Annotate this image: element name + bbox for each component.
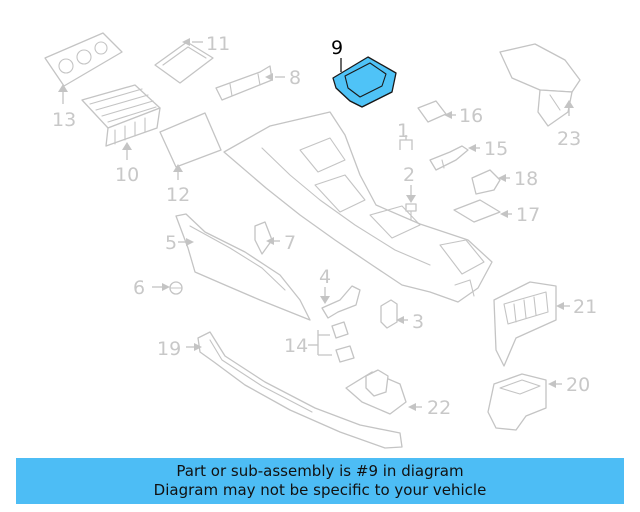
part-7-clip[interactable] <box>254 221 273 255</box>
part-10-vent-grille[interactable] <box>81 84 161 147</box>
callout-17: 17 <box>516 204 540 226</box>
part-17-pad[interactable] <box>453 199 501 223</box>
part-14-switches[interactable] <box>331 321 355 363</box>
part-13-switch-panel[interactable] <box>44 32 123 87</box>
callout-10: 10 <box>115 164 139 186</box>
banner-line-1: Part or sub-assembly is #9 in diagram <box>176 462 464 480</box>
callout-6: 6 <box>133 277 145 299</box>
callout-15: 15 <box>484 138 508 160</box>
part-20-rear-bin[interactable] <box>487 373 547 431</box>
callout-22: 22 <box>427 397 451 419</box>
callout-12: 12 <box>166 184 190 206</box>
callout-14: 14 <box>284 335 308 357</box>
part-1-center-console[interactable] <box>223 111 493 303</box>
parts-diagram: 13 10 11 12 8 9 <box>44 32 597 449</box>
part-22-gear-selector[interactable] <box>345 369 407 415</box>
callout-1: 1 <box>397 120 409 142</box>
callout-3: 3 <box>412 311 424 333</box>
callout-8: 8 <box>289 67 301 89</box>
part-5-side-panel[interactable] <box>175 213 311 321</box>
callout-18: 18 <box>514 168 538 190</box>
callout-20: 20 <box>566 374 590 396</box>
part-9-cupholder-insert[interactable] <box>332 56 397 108</box>
part-11-storage-tray[interactable] <box>154 41 214 84</box>
part-8-bracket[interactable] <box>215 65 273 101</box>
callout-19: 19 <box>157 338 181 360</box>
part-12-cover-plate[interactable] <box>159 112 222 168</box>
part-16-bracket[interactable] <box>417 100 447 123</box>
part-21-rear-vent[interactable] <box>493 281 557 367</box>
callout-16: 16 <box>459 105 483 127</box>
part-18-latch[interactable] <box>471 169 501 195</box>
callout-5: 5 <box>165 232 177 254</box>
callout-21: 21 <box>573 296 597 318</box>
part-15-bracket[interactable] <box>429 145 469 171</box>
callout-2: 2 <box>403 164 415 186</box>
part-23-armrest[interactable] <box>499 43 581 127</box>
callout-9: 9 <box>331 37 343 59</box>
callout-4: 4 <box>319 266 331 288</box>
callout-7: 7 <box>284 232 296 254</box>
callout-13: 13 <box>52 109 76 131</box>
callout-23: 23 <box>557 128 581 150</box>
banner-line-2: Diagram may not be specific to your vehi… <box>153 481 487 499</box>
part-6-screw[interactable] <box>169 281 183 295</box>
part-3-plug[interactable] <box>380 299 398 329</box>
callout-11: 11 <box>206 33 230 55</box>
info-banner: Part or sub-assembly is #9 in diagram Di… <box>16 458 624 504</box>
part-2-bolt[interactable] <box>405 203 417 221</box>
part-4-bracket[interactable] <box>321 285 361 319</box>
part-19-trim-strip[interactable] <box>197 331 403 449</box>
